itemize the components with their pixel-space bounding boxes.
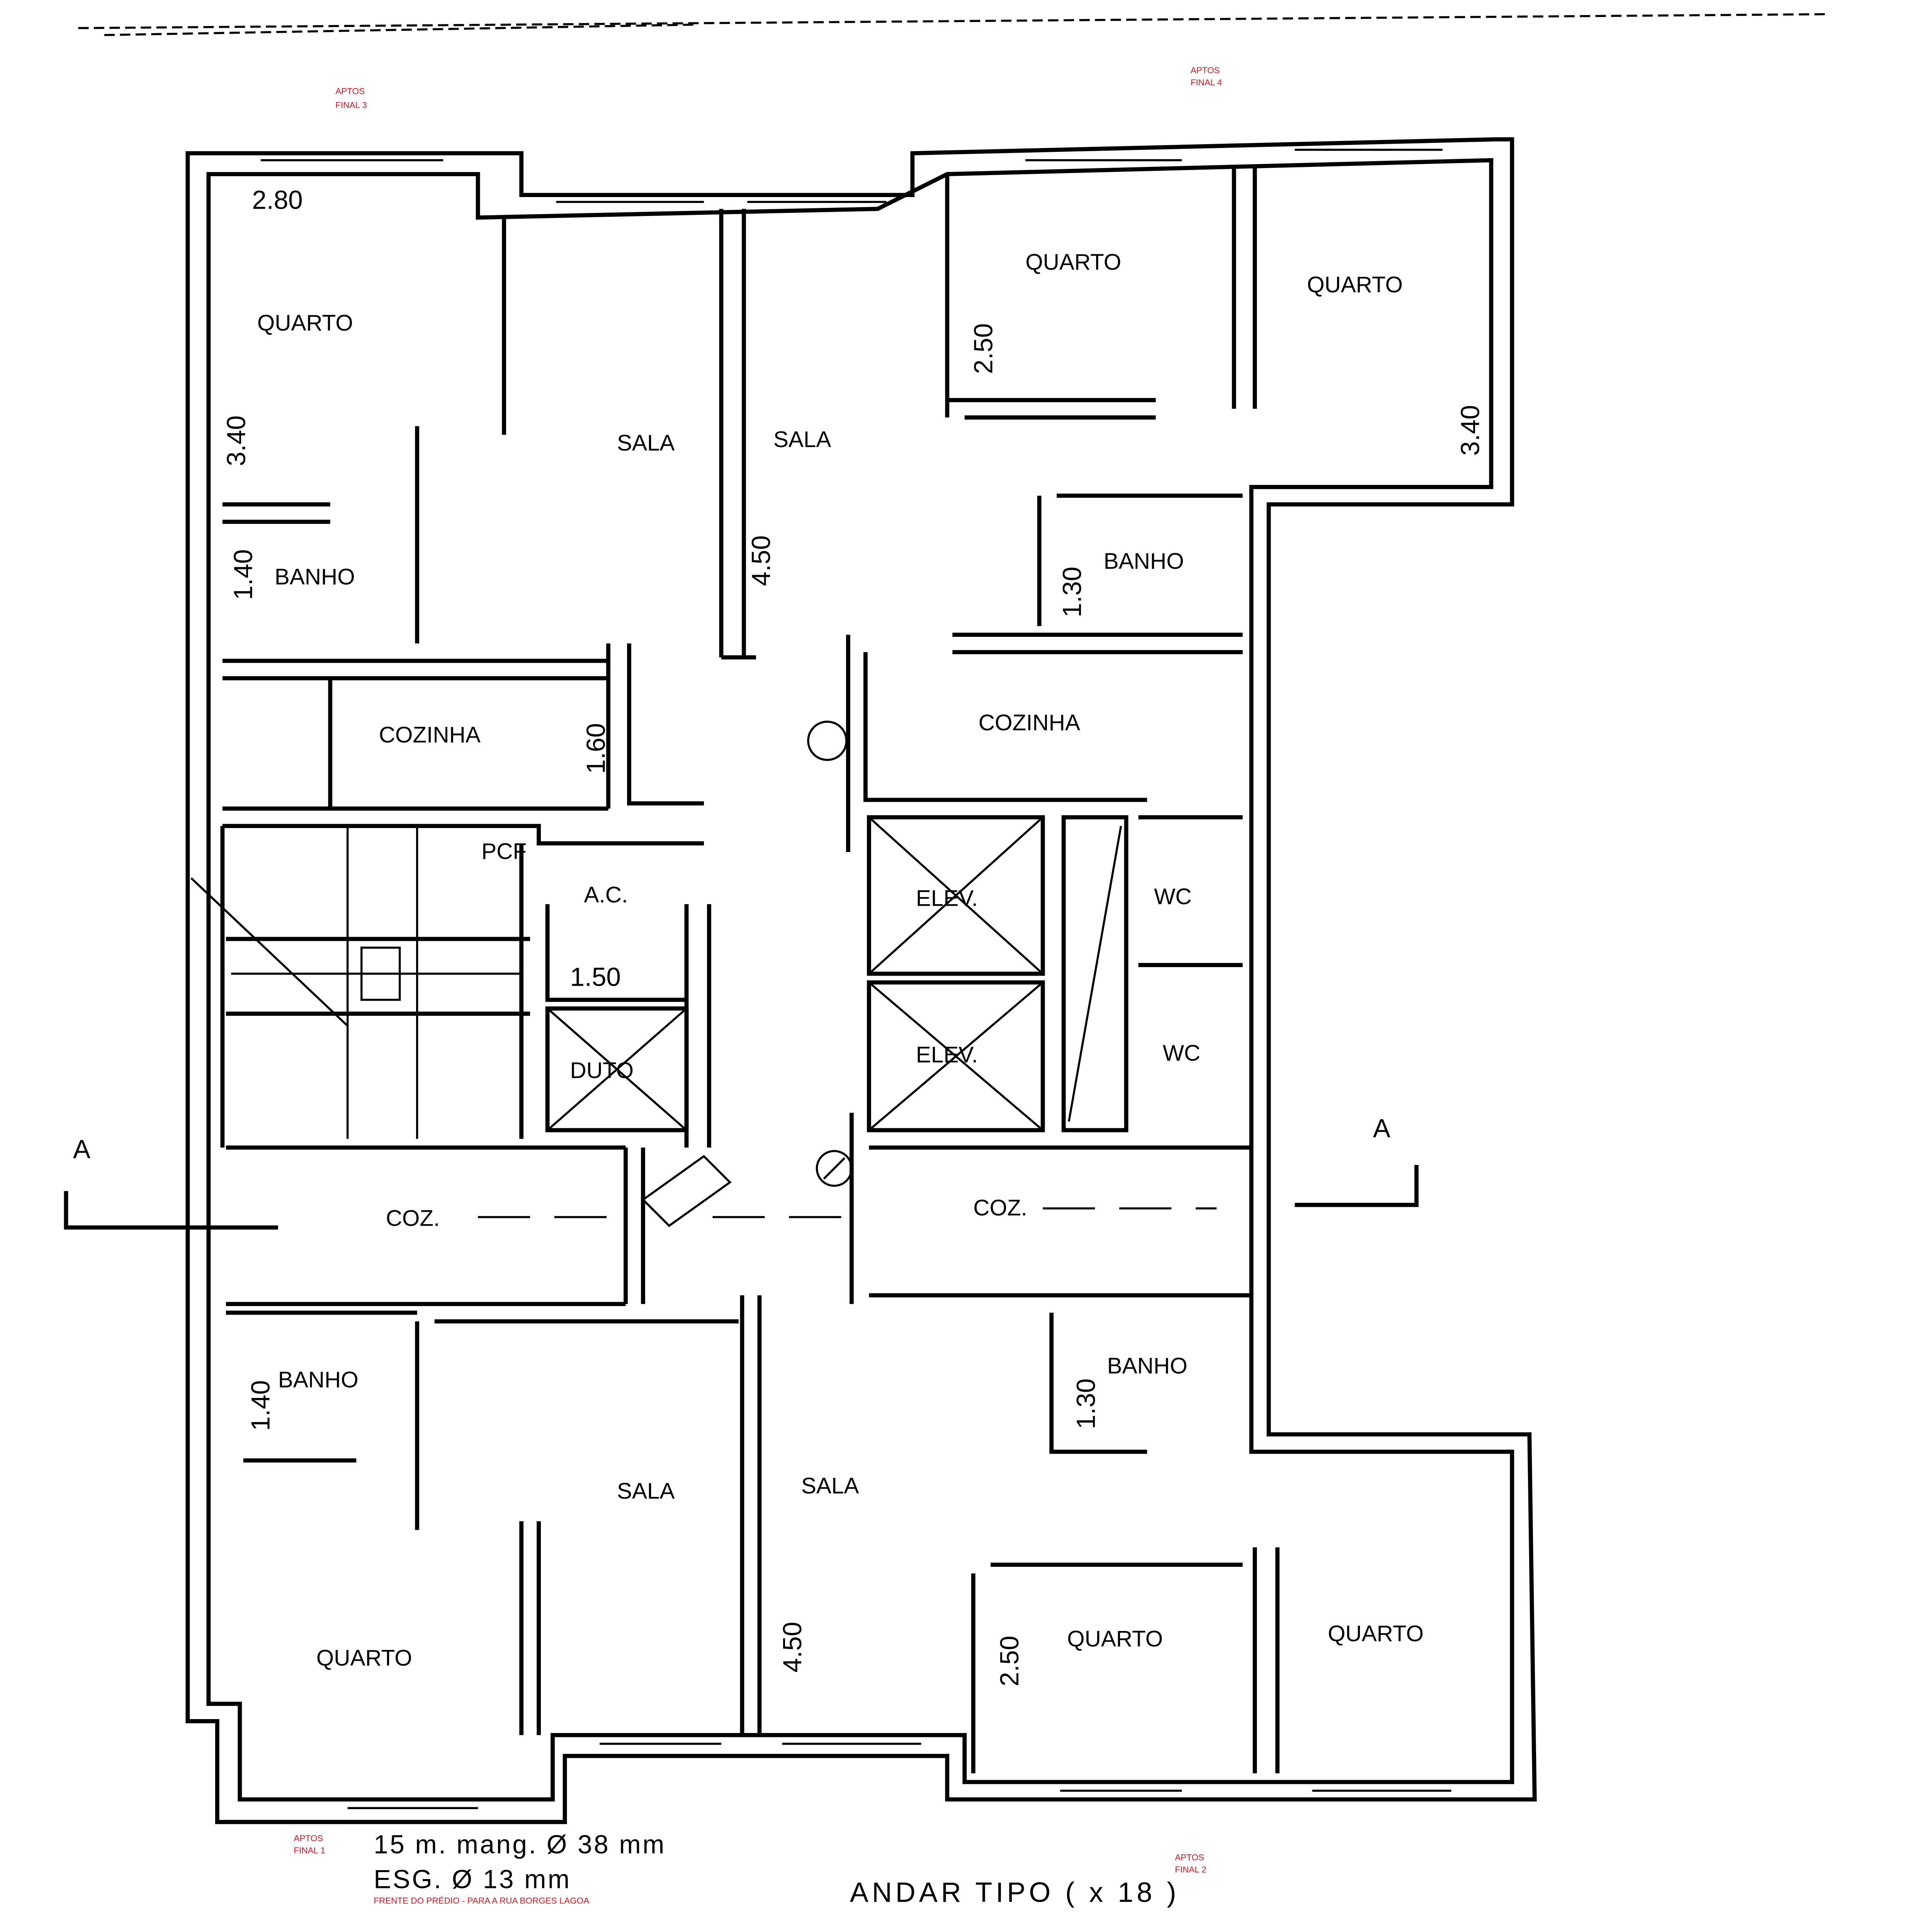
dim-label: 4.50 [747,535,776,586]
section-marker-left: A [73,1135,90,1164]
dim-label: 2.50 [969,323,998,374]
room-label-sala: SALA [773,427,831,452]
inner-wall-outline [206,158,1514,1802]
label-elevator: ELEV. [916,886,978,911]
room-label-sala: SALA [617,1479,675,1504]
note-line: ESG. Ø 13 mm [374,1865,571,1894]
duct [545,1006,689,1133]
room-label-quarto: QUARTO [1067,1626,1163,1651]
dim-label: 1.50 [570,963,621,992]
apartment-annotation: APTOS [1191,66,1220,75]
dim-label: 4.50 [778,1622,807,1672]
room-label-sala: SALA [617,430,675,456]
section-line-left [64,1191,278,1230]
room-label-quarto: QUARTO [1025,250,1121,275]
room-label-cozinha: COZINHA [379,723,481,748]
dim-label: 1.30 [1072,1378,1101,1429]
dim-label: 2.80 [252,186,303,215]
elevator-crosses [547,816,1122,1131]
note-line: 15 m. mang. Ø 38 mm [374,1830,666,1859]
room-label-cozinha: COZINHA [979,710,1080,735]
windows [260,148,1451,1810]
section-line-right [1295,1165,1419,1207]
apartment-annotation: FINAL 4 [1191,78,1222,87]
dim-label: 1.30 [1058,566,1087,617]
apartment-annotation: APTOS [335,87,365,96]
label-ac: A.C. [584,883,628,908]
apartment-annotation: APTOS [294,1833,323,1843]
dim-label: 3.40 [1456,405,1485,456]
label-duct: DUTO [570,1058,634,1083]
circle-slash [823,1157,846,1180]
dim-label: 1.60 [582,723,611,774]
stairs [190,826,522,1139]
outer-wall [185,137,1537,1824]
apartment-annotation: APTOS [1175,1852,1204,1862]
room-label-quarto: QUARTO [257,310,353,335]
apartment-annotation: FINAL 2 [1175,1865,1207,1874]
front-annotation: FRENTE DO PRÉDIO - PARA A RUA BORGES LAG… [374,1896,589,1906]
room-label-sala: SALA [801,1473,859,1498]
dim-label: 1.40 [246,1380,275,1431]
room-label-banho: BANHO [1107,1354,1188,1379]
shaft-box [360,946,401,1001]
label-wc: WC [1163,1041,1200,1066]
apartment-annotation: FINAL 1 [294,1845,325,1855]
label-pcf: PCF [481,839,527,864]
room-label-banho: BANHO [1104,549,1184,574]
room-label-quarto: QUARTO [1307,272,1403,298]
room-label-coz: COZ. [386,1206,440,1231]
room-label-quarto: QUARTO [1328,1621,1424,1646]
dim-label: 1.40 [229,549,258,600]
section-dashes [478,1207,1217,1218]
label-wc: WC [1154,884,1191,909]
section-marker-right: A [1373,1114,1390,1143]
room-label-coz: COZ. [973,1195,1027,1220]
room-label-banho: BANHO [275,564,355,589]
column-circle [816,1150,853,1187]
label-elevator: ELEV. [916,1042,978,1067]
room-label-banho: BANHO [278,1367,359,1393]
apartment-annotation: FINAL 3 [335,100,367,110]
dim-label: 3.40 [222,415,251,466]
dim-label: 2.50 [995,1636,1024,1686]
interior-walls [220,165,1280,1774]
scan-edge [78,13,1825,36]
column-circle [807,720,848,761]
hydrant [641,1155,732,1227]
drawing-title: ANDAR TIPO ( x 18 ) [850,1877,1179,1908]
room-label-quarto: QUARTO [316,1645,412,1670]
